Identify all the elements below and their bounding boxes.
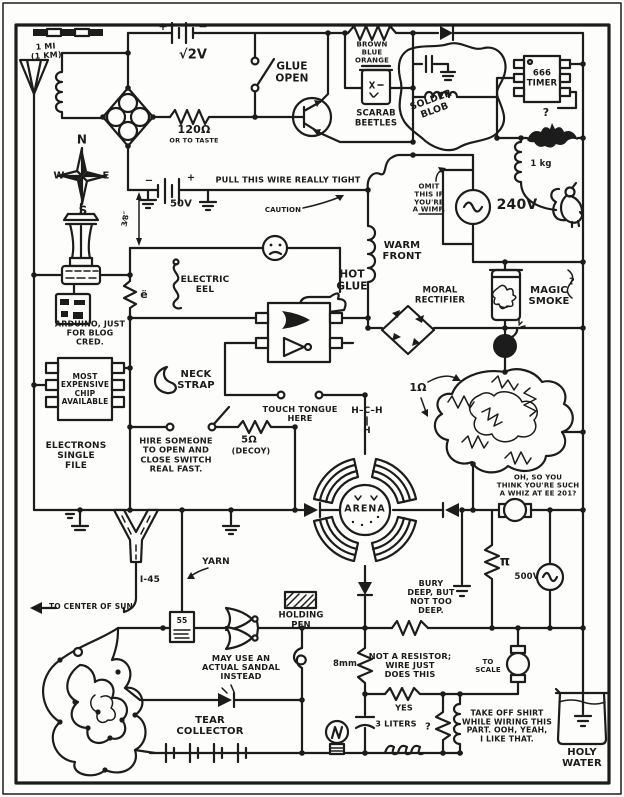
resistor-e-umlaut-icon [122, 246, 138, 512]
connector-strip [32, 264, 132, 296]
caution-arrow [302, 195, 344, 209]
electric-eel-icon [172, 258, 183, 310]
moral-rectifier-icon [366, 304, 585, 356]
squirrel-icon [550, 181, 585, 229]
highway-interchange [112, 508, 160, 614]
wire-loops [383, 744, 426, 756]
expensive-chip-icon [32, 356, 132, 422]
holding-pen-box [283, 590, 318, 755]
bridge-of-circles [101, 86, 172, 192]
space-needle-icon [62, 202, 100, 268]
arduino-board-icon [54, 292, 92, 326]
scarab-beetles-jar [343, 31, 415, 144]
bat-icon [495, 123, 585, 148]
warm-front-icon [366, 188, 377, 330]
shirt-coil-icon [452, 692, 462, 755]
glue-open-switch [250, 31, 276, 119]
ac-source-240v-icon [418, 153, 492, 264]
resistor-120-icon [168, 108, 294, 126]
magic-smoke-jar [471, 260, 585, 322]
inductor-icon [54, 51, 130, 120]
to-scale-motor-icon [505, 626, 531, 696]
map-scale-bar [33, 27, 103, 38]
neck-strap-icon [153, 365, 177, 395]
nor-gates [224, 606, 260, 651]
resistor-pi-icon [483, 508, 501, 630]
logic-ic-chip [128, 301, 370, 397]
diode-top-icon [440, 24, 585, 66]
brown-blue-orange-resistor [346, 24, 440, 42]
antenna-icon [18, 58, 50, 512]
slack-wire-kink [366, 153, 475, 192]
arena-feed-diodes [293, 396, 585, 630]
hire-switch [128, 405, 297, 512]
dimension-three-eighths [136, 192, 142, 246]
electron-bus [32, 508, 297, 536]
wire-knot [42, 626, 157, 777]
ac-source-500v-icon [535, 508, 565, 630]
coil-1kg-icon [513, 136, 558, 212]
stamp-55 [168, 610, 196, 644]
yes-zigzag [363, 686, 520, 702]
sad-face-component [128, 234, 342, 262]
not-a-resistor-zigzag [390, 619, 430, 637]
tear-diode-icon [138, 684, 304, 709]
transistor-icon [290, 31, 415, 144]
to-sun-arrow [30, 602, 126, 614]
question-resistor-icon [434, 692, 452, 755]
bury-deep-ground [452, 508, 472, 598]
resistor-8mm-icon [354, 626, 376, 755]
compass-rose-icon [56, 146, 108, 206]
holy-water-beaker [554, 687, 610, 746]
battery-sqrt2v-icon [126, 21, 350, 90]
motor-icon [497, 497, 533, 523]
touch-tongue-gap [223, 390, 368, 426]
solder-blob-shape [397, 42, 507, 152]
yarn-arrow [180, 508, 209, 614]
resistor-tangle [420, 368, 585, 512]
light-bulb-icon [324, 719, 350, 756]
battery-50v-icon [126, 177, 370, 212]
timer-666-chip [495, 54, 585, 140]
